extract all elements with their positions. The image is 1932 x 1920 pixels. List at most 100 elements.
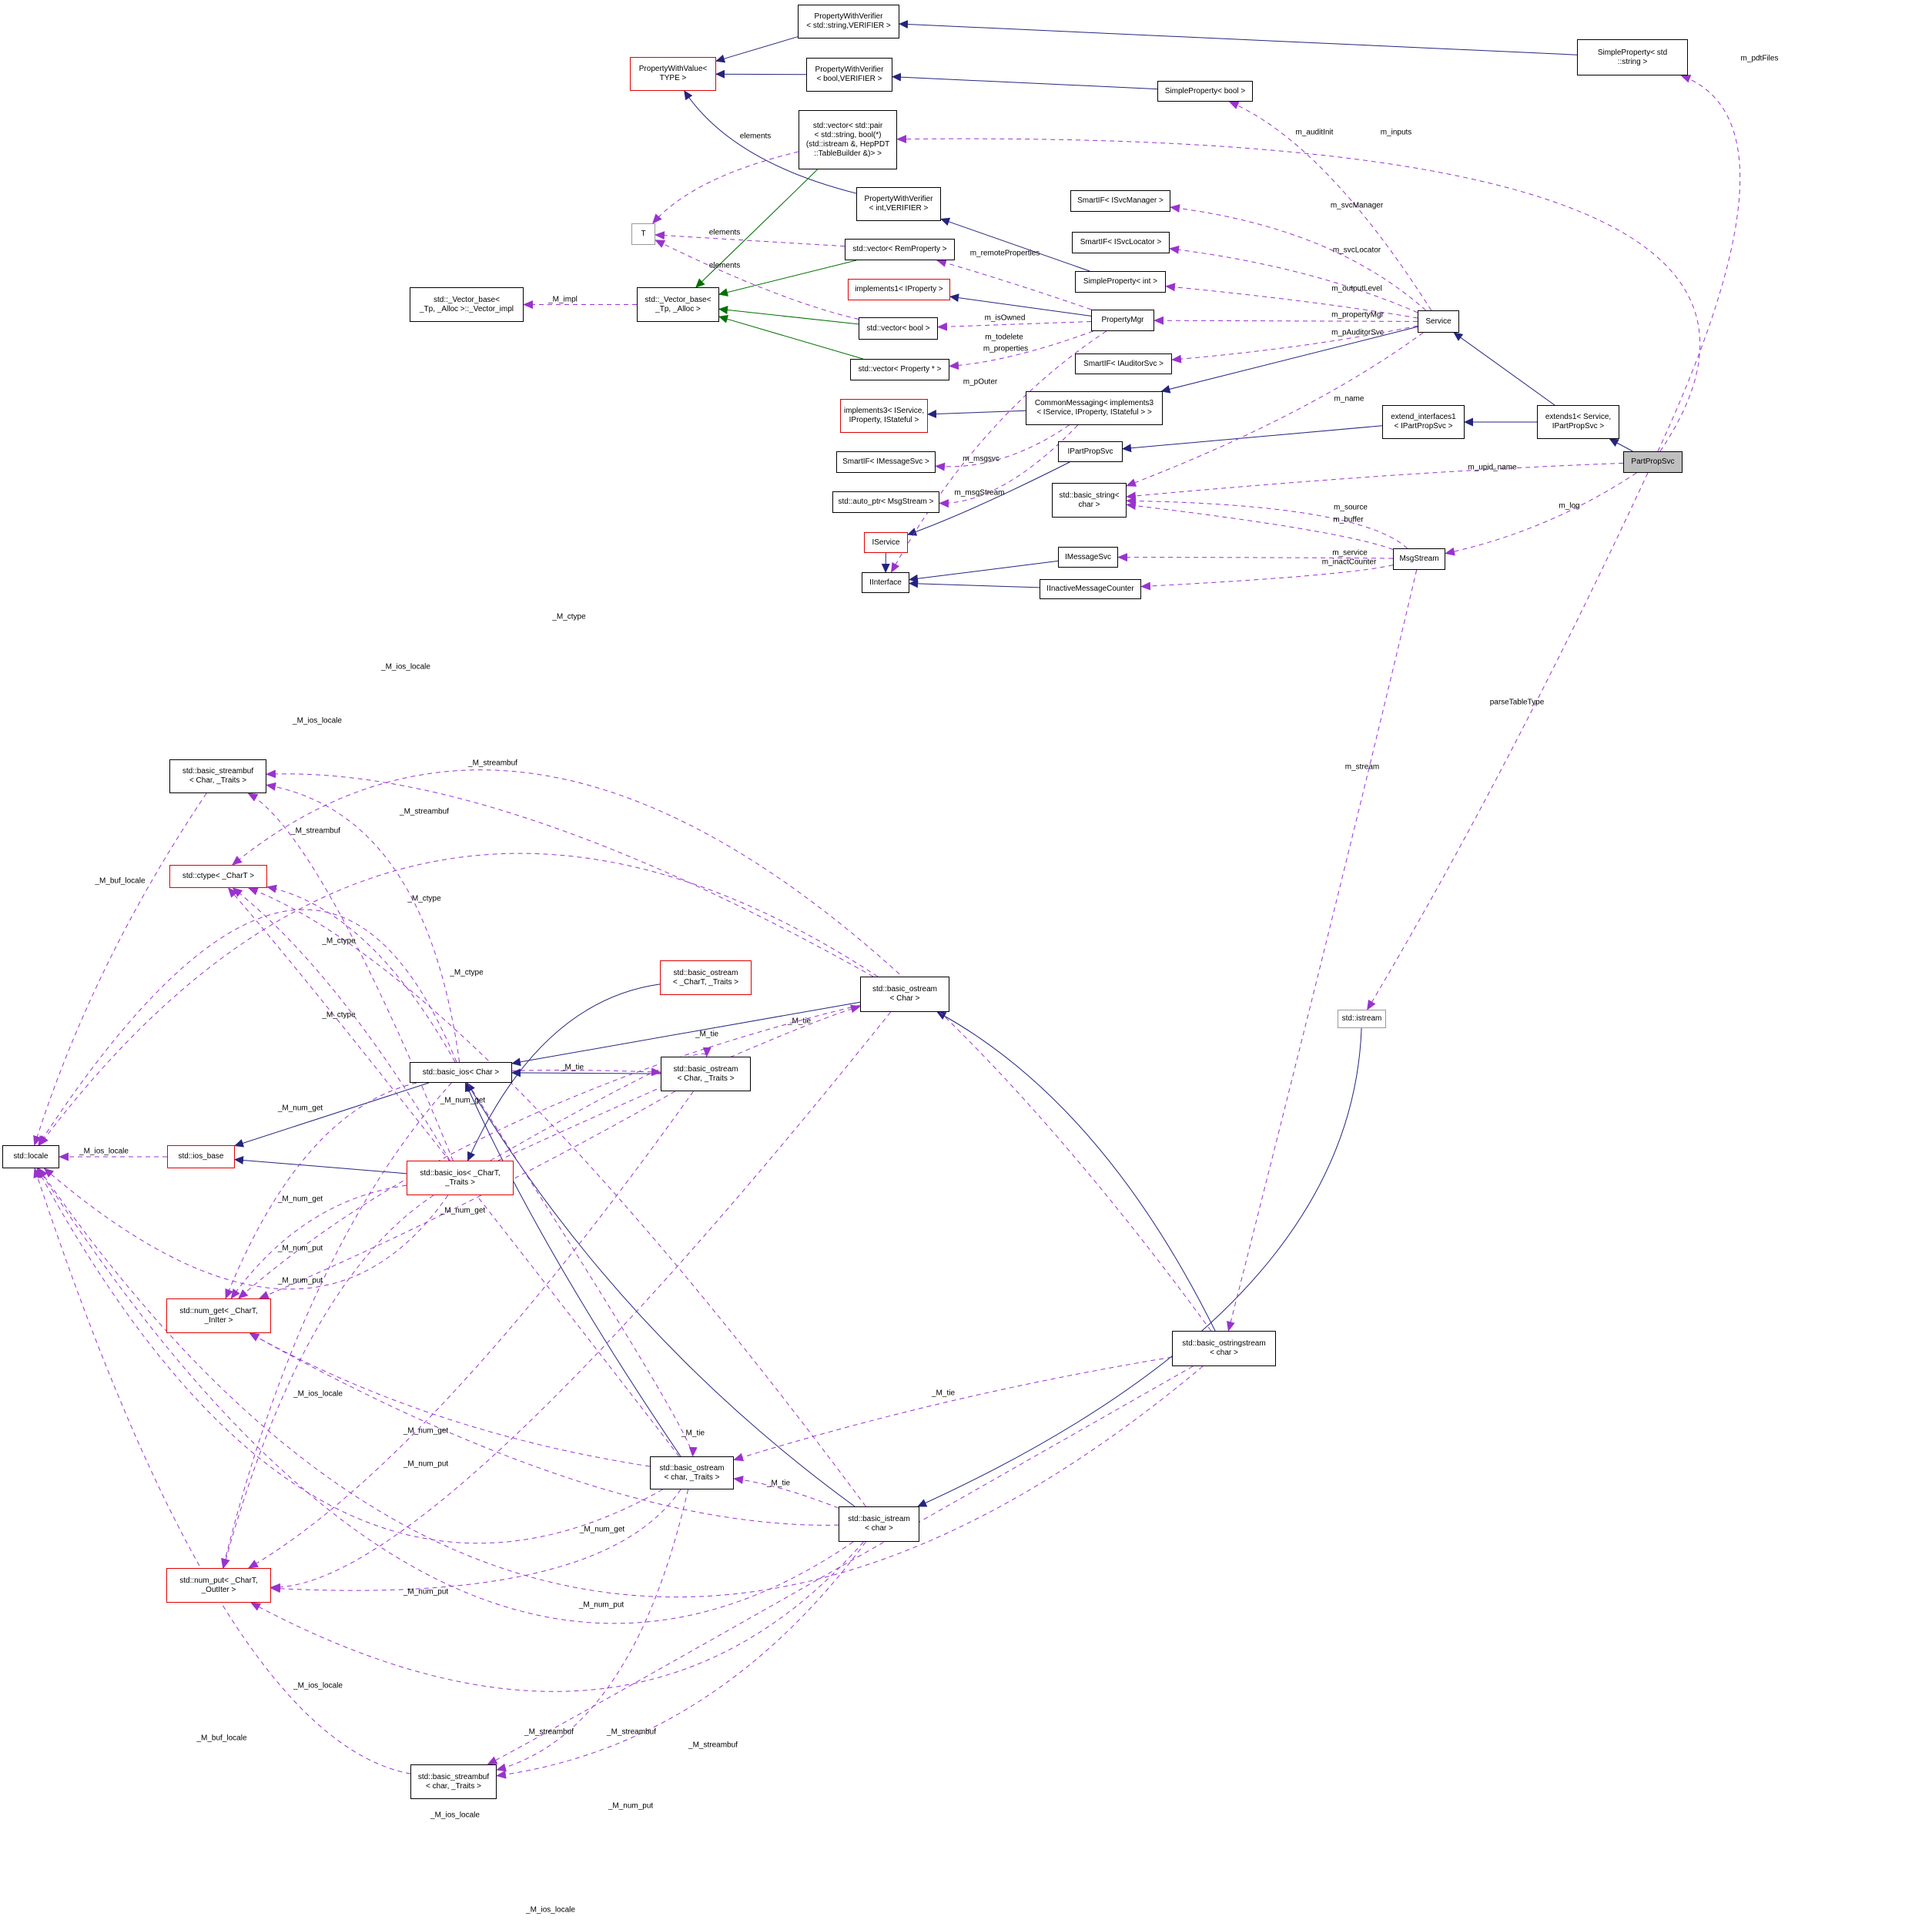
node-ios_Char[interactable]: std::basic_ios< Char > [410,1062,512,1083]
node-vec_rem[interactable]: std::vector< RemProperty > [845,239,955,260]
edge-label: m_inactCounter [1321,558,1377,567]
edge-partpropsvc-to-msgstream [1445,472,1637,556]
edge-ipartpropsvc-to-iservice [907,461,1070,536]
node-basicstring[interactable]: std::basic_string< char > [1052,483,1127,518]
edge-label: m_remoteProperties [969,249,1040,258]
edge-label: m_upid_name [1468,463,1517,472]
node-sbuf_char[interactable]: std::basic_streambuf < char, _Traits > [410,1764,497,1799]
edge-label: _M_tie [560,1063,584,1072]
node-service[interactable]: Service [1418,310,1459,333]
node-iinterface[interactable]: IInterface [862,572,909,593]
edge-label: m_svcLocator [1332,246,1381,255]
node-ios_CharT[interactable]: std::basic_ios< _CharT, _Traits > [407,1161,514,1195]
node-vec_pair[interactable]: std::vector< std::pair < std::string, bo… [799,110,897,169]
node-extends1[interactable]: extends1< Service, IPartPropSvc > [1537,405,1619,439]
node-vb_impl[interactable]: std::_Vector_base< _Tp, _Alloc >::_Vecto… [410,287,524,322]
edge-label: _M_impl [548,295,578,304]
node-smartif_svcloc[interactable]: SmartIF< ISvcLocator > [1072,232,1170,253]
node-sp_bool[interactable]: SimpleProperty< bool > [1157,81,1253,102]
node-propmgr[interactable]: PropertyMgr [1091,310,1154,331]
node-T[interactable]: T [631,223,655,245]
node-ipartpropsvc[interactable]: IPartPropSvc [1058,441,1123,462]
node-numput[interactable]: std::num_put< _CharT, _OutIter > [166,1568,271,1603]
edge-label: m_service [1332,548,1368,558]
node-sp_string[interactable]: SimpleProperty< std ::string > [1577,39,1688,75]
edge-extif1-to-ipartpropsvc [1122,425,1383,453]
edge-label: _M_tie [681,1429,705,1438]
node-pwv_string[interactable]: PropertyWithVerifier < std::string,VERIF… [798,5,899,39]
edge-label: m_svcManager [1330,201,1384,210]
edge-msgstream-to-basicstring [1126,496,1408,549]
edge-label: _M_num_put [578,1600,624,1610]
edge-label: _M_num_put [277,1244,323,1253]
edge-iinactive-to-iinterface [909,579,1040,588]
edge-vec_pair-to-T [652,151,799,224]
node-ostream_Char[interactable]: std::basic_ostream < Char > [860,977,949,1012]
edge-istream_char-to-sbuf_char [496,1541,866,1779]
edge-label: m_pOuter [963,377,998,387]
edge-label: m_pdtFiles [1740,54,1779,63]
edge-label: _M_tie [931,1389,956,1398]
edge-label: elements [708,228,741,237]
node-sbuf_Char[interactable]: std::basic_streambuf < Char, _Traits > [169,759,266,793]
edge-label: m_todelete [985,333,1023,342]
node-partpropsvc[interactable]: PartPropSvc [1623,451,1683,473]
node-vb[interactable]: std::_Vector_base< _Tp, _Alloc > [637,287,719,322]
edge-ios_Char-to-ostream_CharTr [511,1067,661,1077]
node-imessagesvc[interactable]: IMessageSvc [1058,547,1118,568]
node-istream[interactable]: std::istream [1338,1010,1386,1028]
edge-service-to-sp_int [1165,283,1418,319]
edge-label: parseTableType [1489,698,1545,707]
node-commonmsg[interactable]: CommonMessaging< implements3 < IService,… [1026,391,1163,425]
edge-vec_rem-to-T [655,231,845,247]
node-iosbase[interactable]: std::ios_base [167,1145,235,1168]
edge-label: _M_ios_locale [293,1389,343,1399]
node-istream_char[interactable]: std::basic_istream < char > [839,1506,919,1542]
node-ostream_CharTr[interactable]: std::basic_ostream < Char, _Traits > [661,1057,751,1091]
node-impl3[interactable]: implements3< IService, IProperty, IState… [840,399,928,433]
edge-label: _M_ctype [450,968,484,977]
edge-propmgr-to-iinterface [890,330,1107,573]
edge-istream_char-to-numget [249,1332,839,1526]
edge-label: m_msgsvc [963,454,999,464]
node-vec_bool[interactable]: std::vector< bool > [859,317,938,340]
node-iinactive[interactable]: IInactiveMessageCounter [1040,579,1141,599]
node-ostringstream[interactable]: std::basic_ostringstream < char > [1172,1331,1276,1366]
edge-label: _M_num_put [608,1801,654,1811]
node-pwv_bool[interactable]: PropertyWithVerifier < bool,VERIFIER > [806,58,892,92]
edge-sbuf_char-to-locale [33,1168,411,1774]
node-vec_prop[interactable]: std::vector< Property * > [850,359,949,380]
edge-label: _M_buf_locale [196,1734,247,1743]
node-smartif_audit[interactable]: SmartIF< IAuditorSvc > [1075,354,1172,374]
edge-label: m_log [1559,501,1580,511]
node-pwvalue[interactable]: PropertyWithValue< TYPE > [630,57,716,91]
edge-sp_string-to-pwv_string [899,20,1578,55]
edge-msgstream-to-basicstring [1126,501,1394,550]
edge-label: _M_ctype [552,612,586,622]
edge-propmgr-to-vec_prop [949,330,1093,370]
node-iservice[interactable]: IService [864,532,908,553]
node-ostream_CharT[interactable]: std::basic_ostream < _CharT, _Traits > [660,960,752,995]
edge-ios_CharT-to-ostream_Char [497,1004,861,1161]
node-locale[interactable]: std::locale [2,1145,59,1168]
node-smartif_msgsvc[interactable]: SmartIF< IMessageSvc > [836,451,936,473]
edge-ostream_Char-to-locale [39,853,879,1146]
edge-commonmsg-to-impl3 [927,410,1026,419]
node-numget[interactable]: std::num_get< _CharT, _InIter > [166,1298,271,1333]
node-ostream_char[interactable]: std::basic_ostream < char, _Traits > [650,1456,734,1489]
node-autoptr[interactable]: std::auto_ptr< MsgStream > [832,491,939,513]
node-ctype[interactable]: std::ctype< _CharT > [169,865,267,888]
node-impl1[interactable]: implements1< IProperty > [848,279,950,300]
node-extif1[interactable]: extend_interfaces1 < IPartPropSvc > [1382,405,1465,439]
edge-vec_pair-to-vb [695,169,818,288]
node-pwv_int[interactable]: PropertyWithVerifier < int,VERIFIER > [856,187,941,221]
node-smartif_svcmgr[interactable]: SmartIF< ISvcManager > [1070,190,1170,212]
edge-service-to-smartif_audit [1171,325,1418,364]
edge-label: _M_num_get [440,1096,486,1105]
node-msgstream[interactable]: MsgStream [1393,548,1445,570]
edge-ios_Char-to-ostream_char [467,1082,698,1457]
node-sp_int[interactable]: SimpleProperty< int > [1075,271,1166,293]
edge-propmgr-to-vec_bool [937,320,1092,331]
